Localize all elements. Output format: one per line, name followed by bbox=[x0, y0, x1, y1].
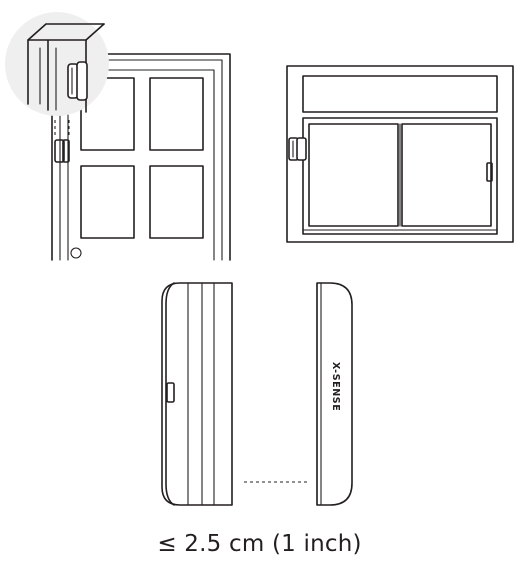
zoom-callout-icon bbox=[5, 12, 109, 116]
window-icon bbox=[286, 65, 514, 243]
sensor-main-unit-icon bbox=[161, 282, 233, 506]
gap-caption: ≤ 2.5 cm (1 inch) bbox=[157, 531, 362, 557]
door-icon bbox=[51, 53, 231, 261]
sensor-brand-label: X-SENSE bbox=[330, 362, 341, 411]
sensor-magnet-icon: X-SENSE bbox=[316, 282, 353, 506]
